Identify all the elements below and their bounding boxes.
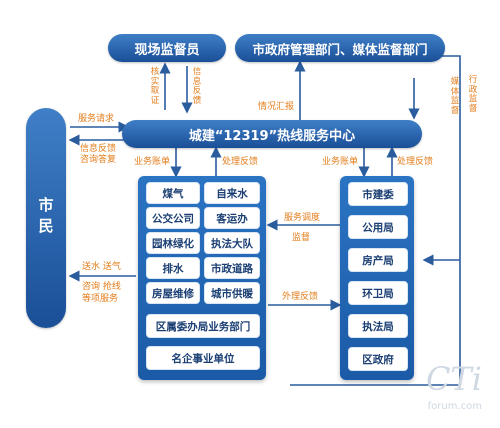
label-supervise: 监督 (292, 233, 311, 243)
unit-transport: 客运办 (204, 207, 260, 229)
label-info-feedback-vertical: 信息反馈 (192, 67, 202, 106)
node-gov-media: 市政府管理部门、媒体监督部门 (235, 34, 445, 62)
label-situation-report: 情况汇报 (258, 102, 295, 112)
unit-real-estate: 房产局 (348, 248, 408, 272)
label-delivery-3: 等项服务 (82, 294, 119, 304)
watermark-logo: CTi (425, 360, 482, 398)
unit-sanitation: 环卫局 (348, 281, 408, 305)
label-feedback-right: 处理反馈 (397, 157, 434, 167)
label-bill-right: 业务账单 (322, 157, 359, 167)
label-media-supervise: 媒体监督 (450, 77, 460, 116)
label-info-feedback: 信息反馈 (80, 144, 117, 154)
label-delivery-2: 咨询 抢线 (82, 282, 121, 292)
unit-greening: 园林绿化 (146, 232, 200, 254)
unit-roads: 市政道路 (204, 257, 260, 279)
label-service-request: 服务请求 (78, 114, 115, 124)
label-feedback-left: 处理反馈 (222, 157, 259, 167)
node-supervisor: 现场监督员 (108, 34, 226, 62)
unit-construction-committee: 市建委 (348, 182, 408, 206)
unit-gas: 煤气 (146, 182, 200, 204)
unit-water: 自来水 (204, 182, 260, 204)
label-bill-left: 业务账单 (134, 157, 171, 167)
arrow-admin-supervise (290, 55, 461, 386)
unit-public-utilities: 公用局 (348, 215, 408, 239)
unit-drainage: 排水 (146, 257, 200, 279)
unit-law-enforcement: 执法局 (348, 314, 408, 338)
label-verify: 核实取证 (150, 67, 160, 106)
unit-bus: 公交公司 (146, 207, 200, 229)
label-dispatch: 服务调度 (284, 213, 321, 223)
left-panel: 煤气 自来水 公交公司 客运办 园林绿化 执法大队 排水 市政道路 房屋维修 城… (138, 176, 266, 380)
unit-enforcement: 执法大队 (204, 232, 260, 254)
label-external-feedback: 外理反馈 (282, 292, 319, 302)
label-consult-answer: 咨询答复 (80, 155, 117, 165)
label-admin-supervise: 行政监督 (468, 75, 478, 114)
node-hotline-center: 城建“12319”热线服务中心 (122, 120, 422, 148)
unit-heating: 城市供暖 (204, 282, 260, 304)
label-delivery-1: 送水 送气 (82, 262, 121, 272)
node-citizen: 市民 (26, 108, 66, 328)
unit-enterprises: 名企事业单位 (146, 346, 260, 370)
unit-district-gov: 区政府 (348, 347, 408, 371)
watermark-domain: forum.com (427, 401, 482, 412)
unit-housing-repair: 房屋维修 (146, 282, 200, 304)
right-panel: 市建委 公用局 房产局 环卫局 执法局 区政府 (340, 176, 414, 380)
unit-district-departments: 区属委办局业务部门 (146, 314, 260, 338)
